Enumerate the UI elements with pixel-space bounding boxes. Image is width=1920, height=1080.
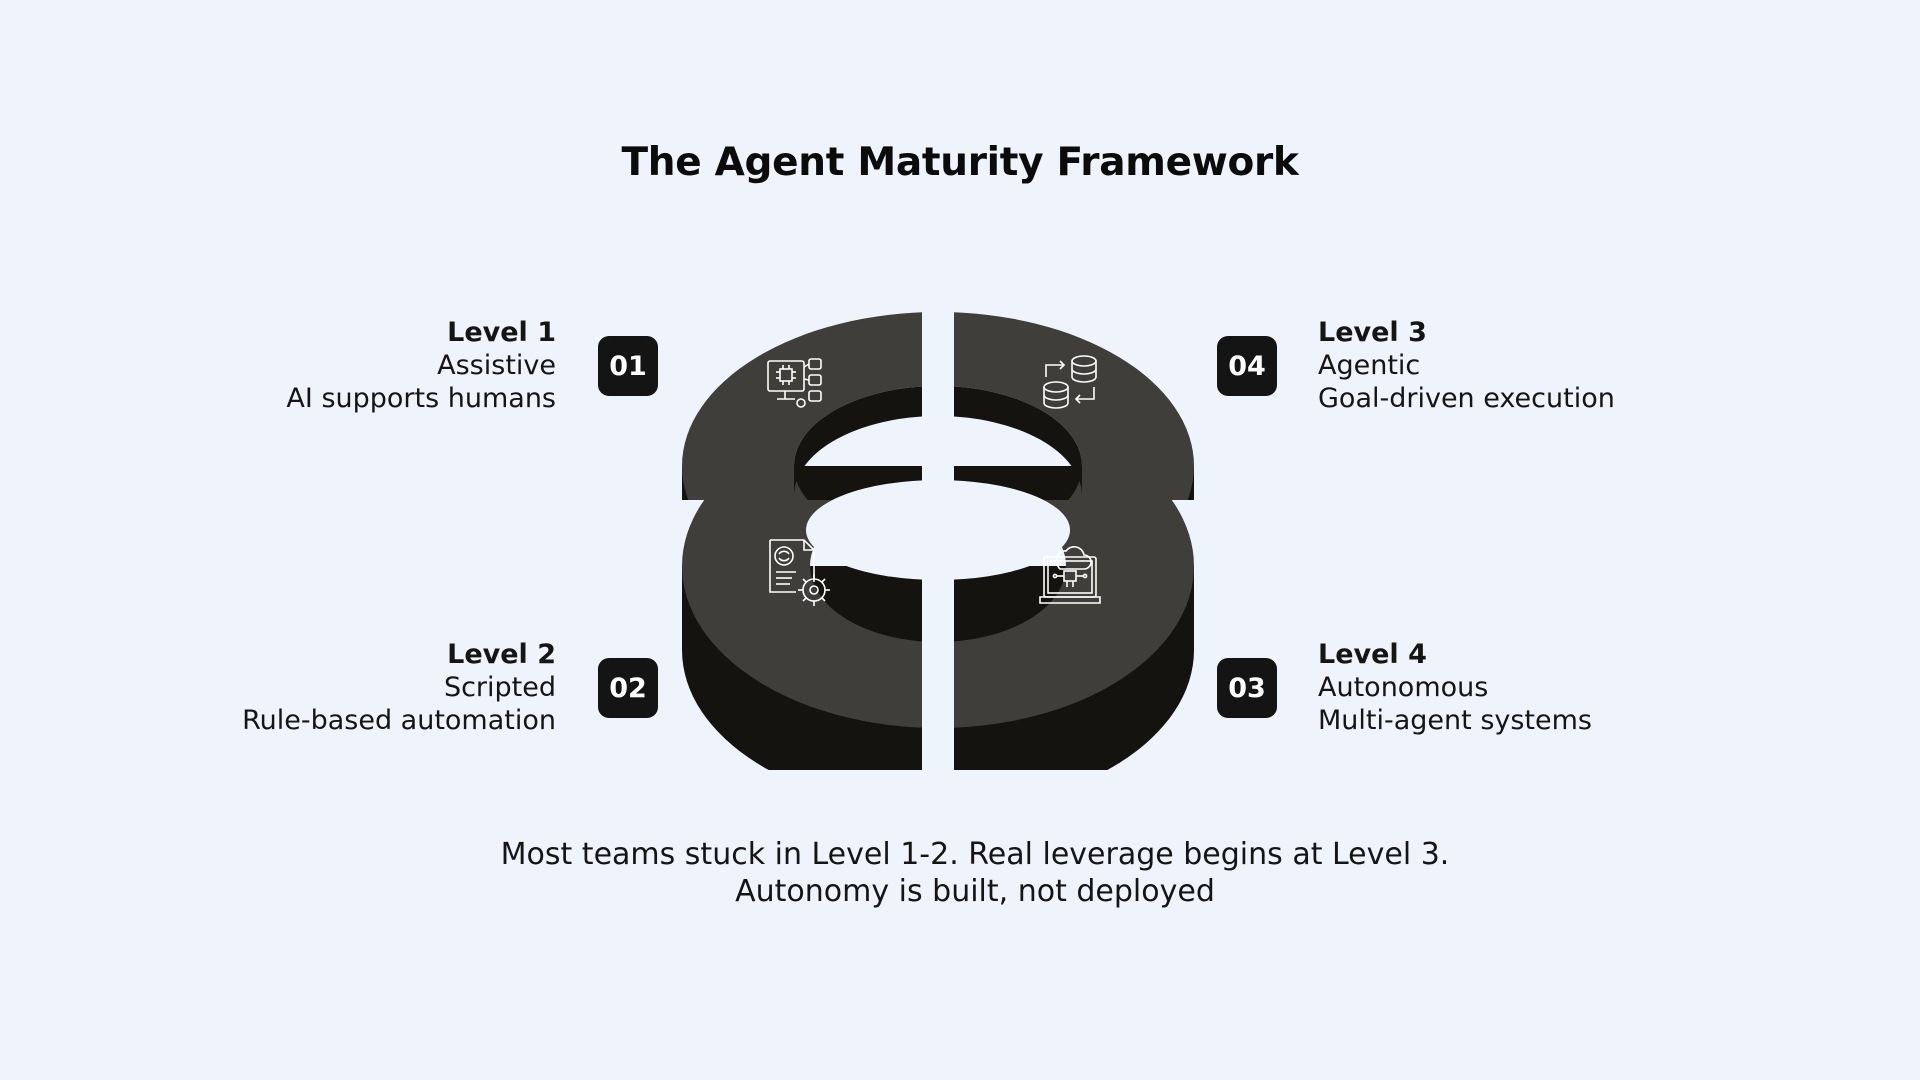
document-gear-icon bbox=[769, 539, 830, 606]
page-title: The Agent Maturity Framework bbox=[621, 140, 1299, 185]
badge-level-1: 01 bbox=[598, 336, 658, 396]
footer-note: Most teams stuck in Level 1-2. Real leve… bbox=[0, 836, 1920, 910]
level-stage: Scripted bbox=[443, 672, 556, 703]
footer-line-2: Autonomy is built, not deployed bbox=[735, 874, 1215, 909]
badge-level-2: 02 bbox=[598, 658, 658, 718]
label-level-3: Level 3 Agentic Goal-driven execution bbox=[1318, 316, 1615, 415]
level-description: AI supports humans bbox=[286, 383, 556, 414]
badge-level-3: 04 bbox=[1217, 336, 1277, 396]
level-stage: Agentic bbox=[1318, 350, 1421, 381]
level-name: Level 4 bbox=[1318, 639, 1427, 670]
ring-lower-tier bbox=[682, 470, 1194, 770]
level-description: Multi-agent systems bbox=[1318, 705, 1592, 736]
level-stage: Autonomous bbox=[1318, 672, 1489, 703]
footer-line-1: Most teams stuck in Level 1-2. Real leve… bbox=[500, 837, 1450, 872]
label-level-4: Level 4 Autonomous Multi-agent systems bbox=[1318, 638, 1592, 737]
segment-level-2 bbox=[682, 470, 922, 770]
label-level-2: Level 2 Scripted Rule-based automation bbox=[242, 638, 556, 737]
level-stage: Assistive bbox=[437, 350, 556, 381]
ring-split-gap bbox=[922, 300, 954, 750]
label-level-1: Level 1 Assistive AI supports humans bbox=[286, 316, 556, 415]
level-name: Level 1 bbox=[447, 317, 556, 348]
level-name: Level 2 bbox=[447, 639, 556, 670]
database-sync-icon bbox=[1043, 355, 1097, 409]
level-description: Rule-based automation bbox=[242, 705, 556, 736]
badge-level-4: 03 bbox=[1217, 658, 1277, 718]
cloud-laptop-icon bbox=[1039, 546, 1101, 604]
level-name: Level 3 bbox=[1318, 317, 1427, 348]
level-description: Goal-driven execution bbox=[1318, 383, 1615, 414]
segment-level-4 bbox=[954, 470, 1194, 770]
computer-chip-icon bbox=[767, 358, 822, 408]
